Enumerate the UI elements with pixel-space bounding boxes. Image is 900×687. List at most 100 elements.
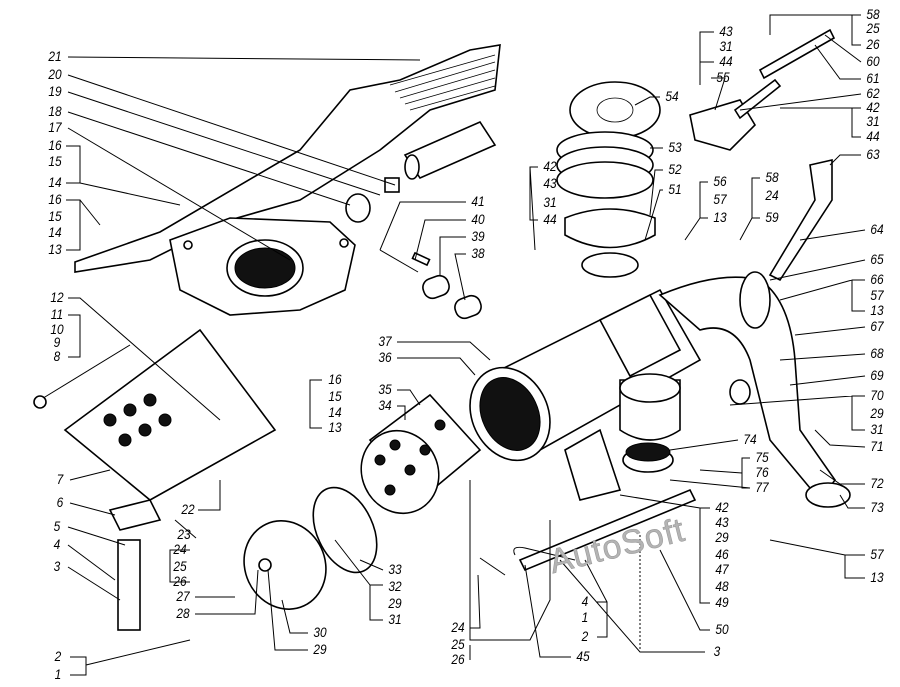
- part-callout-number: 8: [53, 348, 61, 364]
- part-callout-number: 64: [870, 221, 884, 237]
- part-callout-number: 13: [870, 569, 884, 585]
- part-callout-number: 31: [388, 611, 402, 627]
- part-callout-number: 1: [581, 609, 589, 625]
- part-callout-number: 25: [866, 20, 880, 36]
- part-callout-number: 9: [53, 334, 61, 350]
- flange-plate: [169, 217, 356, 316]
- part-callout-number: 28: [176, 605, 190, 621]
- part-callout-number: 67: [870, 318, 884, 334]
- part-callout-number: 43: [543, 175, 557, 191]
- part-callout-number: 2: [581, 628, 589, 644]
- part-callout-number: 13: [870, 302, 884, 318]
- part-callout-number: 26: [451, 651, 465, 667]
- part-callout-number: 72: [870, 475, 884, 491]
- part-callout-number: 11: [50, 306, 64, 322]
- part-callout-number: 59: [765, 209, 779, 225]
- part-callout-number: 58: [765, 169, 779, 185]
- part-callout-number: 43: [715, 514, 729, 530]
- part-callout-number: 5: [53, 518, 61, 534]
- part-callout-number: 30: [313, 624, 327, 640]
- part-callout-number: 16: [328, 371, 342, 387]
- part-callout-number: 3: [53, 558, 61, 574]
- part-callout-number: 38: [471, 245, 485, 261]
- part-callout-number: 47: [715, 561, 729, 577]
- part-callout-number: 35: [378, 381, 392, 397]
- part-callout-number: 25: [173, 558, 187, 574]
- part-callout-number: 60: [866, 53, 880, 69]
- part-callout-number: 55: [716, 69, 730, 85]
- part-callout-number: 44: [719, 53, 733, 69]
- air-cleaner-body: [469, 288, 702, 501]
- part-callout-number: 31: [719, 38, 733, 54]
- part-callout-number: 26: [866, 36, 880, 52]
- part-callout-number: 1: [54, 666, 62, 682]
- part-callout-number: 15: [328, 388, 342, 404]
- part-callout-number: 74: [743, 431, 757, 447]
- part-callout-number: 50: [715, 621, 729, 637]
- part-callout-number: 66: [870, 271, 884, 287]
- part-callout-number: 57: [713, 191, 727, 207]
- part-callout-number: 10: [50, 321, 64, 337]
- part-callout-number: 13: [713, 209, 727, 225]
- part-callout-number: 34: [378, 397, 392, 413]
- part-callout-number: 69: [870, 367, 884, 383]
- part-callout-number: 25: [451, 636, 465, 652]
- part-callout-number: 42: [866, 99, 880, 115]
- part-callout-number: 36: [378, 349, 392, 365]
- part-callout-number: 58: [866, 6, 880, 22]
- part-callout-number: 19: [48, 83, 62, 99]
- part-callout-number: 44: [543, 211, 557, 227]
- part-callout-number: 18: [48, 103, 62, 119]
- part-callout-number: 57: [870, 546, 884, 562]
- part-callout-number: 42: [715, 499, 729, 515]
- part-callout-number: 44: [866, 128, 880, 144]
- part-callout-number: 21: [48, 48, 62, 64]
- part-callout-number: 14: [328, 404, 342, 420]
- part-callout-number: 15: [48, 153, 62, 169]
- part-callout-number: 14: [48, 224, 62, 240]
- filter-element: [243, 393, 482, 610]
- part-callout-number: 22: [181, 501, 195, 517]
- part-callout-number: 77: [755, 479, 769, 495]
- part-callout-number: 31: [870, 421, 884, 437]
- part-callout-number: 49: [715, 594, 729, 610]
- part-callout-number: 61: [866, 70, 880, 86]
- part-callout-number: 29: [870, 405, 884, 421]
- part-callout-number: 29: [388, 595, 402, 611]
- part-callout-number: 3: [713, 643, 721, 659]
- part-callout-number: 52: [668, 161, 682, 177]
- part-callout-number: 63: [866, 146, 880, 162]
- intake-tube: [345, 120, 497, 223]
- part-callout-number: 17: [48, 119, 62, 135]
- part-callout-number: 48: [715, 578, 729, 594]
- part-callout-number: 13: [328, 419, 342, 435]
- part-callout-number: 71: [870, 438, 884, 454]
- part-callout-number: 4: [581, 593, 589, 609]
- part-callout-number: 46: [715, 546, 729, 562]
- part-callout-number: 6: [56, 494, 64, 510]
- part-callout-number: 43: [719, 23, 733, 39]
- part-callout-number: 42: [543, 158, 557, 174]
- part-callout-number: 73: [870, 499, 884, 515]
- part-callout-number: 33: [388, 561, 402, 577]
- part-callout-number: 29: [715, 529, 729, 545]
- part-callout-number: 13: [48, 241, 62, 257]
- outlet-pipe: [658, 271, 851, 508]
- part-callout-number: 76: [755, 464, 769, 480]
- part-callout-number: 29: [313, 641, 327, 657]
- part-callout-number: 45: [576, 648, 590, 664]
- part-callout-number: 32: [388, 578, 402, 594]
- part-callout-number: 16: [48, 137, 62, 153]
- part-callout-number: 75: [755, 449, 769, 465]
- part-callout-number: 54: [665, 88, 679, 104]
- rod-and-spring: [469, 480, 697, 650]
- part-callout-number: 57: [870, 287, 884, 303]
- part-callout-number: 24: [173, 541, 187, 557]
- part-callout-number: 4: [53, 536, 61, 552]
- part-callout-number: 41: [471, 193, 485, 209]
- part-callout-number: 24: [451, 619, 465, 635]
- lower-housing: [33, 328, 277, 631]
- part-callout-number: 20: [48, 66, 62, 82]
